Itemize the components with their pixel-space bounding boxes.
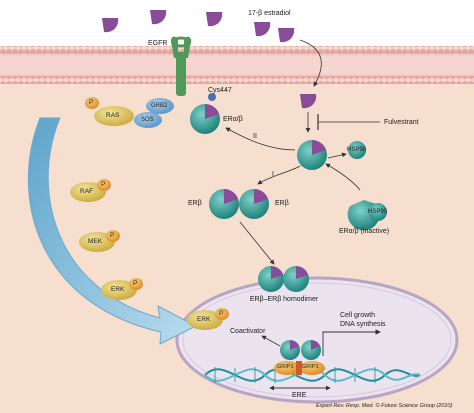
erk-protein — [101, 280, 137, 300]
er-beta-right-label: ERβ — [275, 200, 289, 207]
ras-label: RAS — [106, 112, 120, 119]
cys447-label: Cys447 — [208, 87, 232, 94]
fulvestrant-label: Fulvestrant — [384, 119, 419, 126]
figure-credit: Expert Rev. Resp. Med. © Future Science … — [316, 403, 452, 409]
raf-phospho — [97, 179, 111, 191]
hsp90-free — [348, 141, 366, 159]
erk-nuclear-protein — [187, 310, 223, 330]
ras-protein — [94, 106, 134, 126]
grb2-label: GRB2 — [151, 103, 168, 109]
grb2-protein — [146, 98, 174, 114]
grip1-left-label: GRIP1 — [277, 364, 294, 370]
cell-growth-label: Cell growth — [340, 312, 376, 319]
sos-label: SOS — [141, 117, 154, 123]
hsp90-free-label: HSP90 — [347, 147, 367, 153]
ere-label: ERE — [292, 392, 307, 399]
raf-label: RAF — [80, 188, 93, 195]
raf-protein — [70, 182, 106, 202]
estradiol-label: 17-β estradiol — [248, 10, 291, 17]
hsp90-bound — [369, 203, 387, 221]
step-i-label: I — [272, 171, 274, 178]
ligand-membrane — [300, 94, 317, 109]
erk-label: ERK — [111, 286, 125, 293]
erk-nuclear-phospho — [215, 308, 229, 320]
egfr-receptor — [170, 36, 192, 96]
cell-membrane — [0, 46, 474, 84]
ras-phospho — [85, 97, 99, 109]
erk-nuclear-phospho-label: P — [219, 310, 224, 317]
coactivator-label: Coactivator — [230, 328, 266, 335]
erk-phospho-label: P — [133, 280, 138, 287]
egfr-label: EGFR — [148, 40, 168, 47]
hsp90-bound-label: HSP90 — [368, 209, 388, 215]
credit-journal: Expert Rev. Resp. Med. — [316, 403, 374, 409]
credit-publisher: © Future Science Group (2010) — [375, 403, 453, 409]
raf-phospho-label: P — [101, 181, 106, 188]
erk-nuclear-label: ERK — [197, 316, 211, 323]
er-beta-left-label: ERβ — [188, 200, 202, 207]
er-inactive-label: ERα/β (inactive) — [338, 228, 390, 235]
estradiol-ligands — [102, 10, 295, 43]
step-ii-label: II — [253, 133, 257, 140]
erk-phospho — [129, 278, 143, 290]
mek-phospho-label: P — [110, 232, 115, 239]
grip1-left — [274, 361, 300, 375]
er-alpha-beta-label: ERα/β — [223, 116, 243, 123]
dna-synthesis-label: DNA synthesis — [340, 321, 386, 328]
mek-protein — [79, 232, 115, 252]
grip1-right — [299, 361, 325, 375]
homodimer-label: ERβ–ERβ homodimer — [249, 296, 319, 303]
mek-label: MEK — [88, 238, 103, 245]
cys447-site — [208, 93, 216, 101]
grip1-right-label: GRIP1 — [302, 364, 319, 370]
dna-helix — [204, 367, 421, 383]
mek-phospho — [106, 230, 120, 242]
sos-protein — [134, 112, 162, 128]
ras-phospho-label: P — [89, 99, 94, 106]
